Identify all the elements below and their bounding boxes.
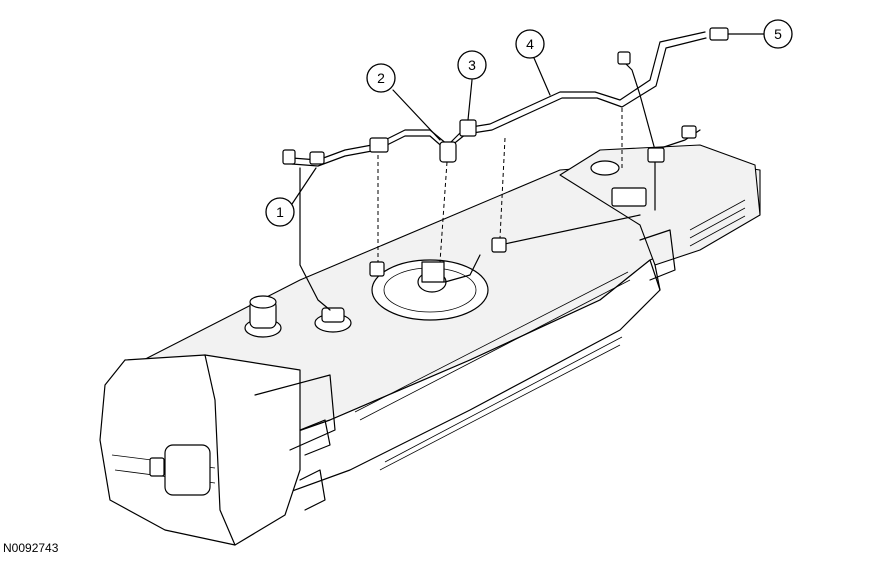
callout-4: 4	[515, 29, 551, 96]
callout-5-label: 5	[774, 26, 782, 42]
callout-5: 5	[727, 19, 793, 49]
callout-1: 1	[265, 167, 317, 227]
callout-1-label: 1	[276, 204, 284, 220]
callout-3: 3	[457, 50, 487, 121]
fuel-tank	[99, 144, 761, 546]
callout-2-label: 2	[377, 70, 385, 86]
callout-3-label: 3	[468, 57, 476, 73]
figure-id: N0092743	[3, 541, 59, 555]
callout-4-label: 4	[526, 36, 534, 52]
callout-2: 2	[366, 63, 441, 141]
fuel-lines	[282, 27, 729, 311]
